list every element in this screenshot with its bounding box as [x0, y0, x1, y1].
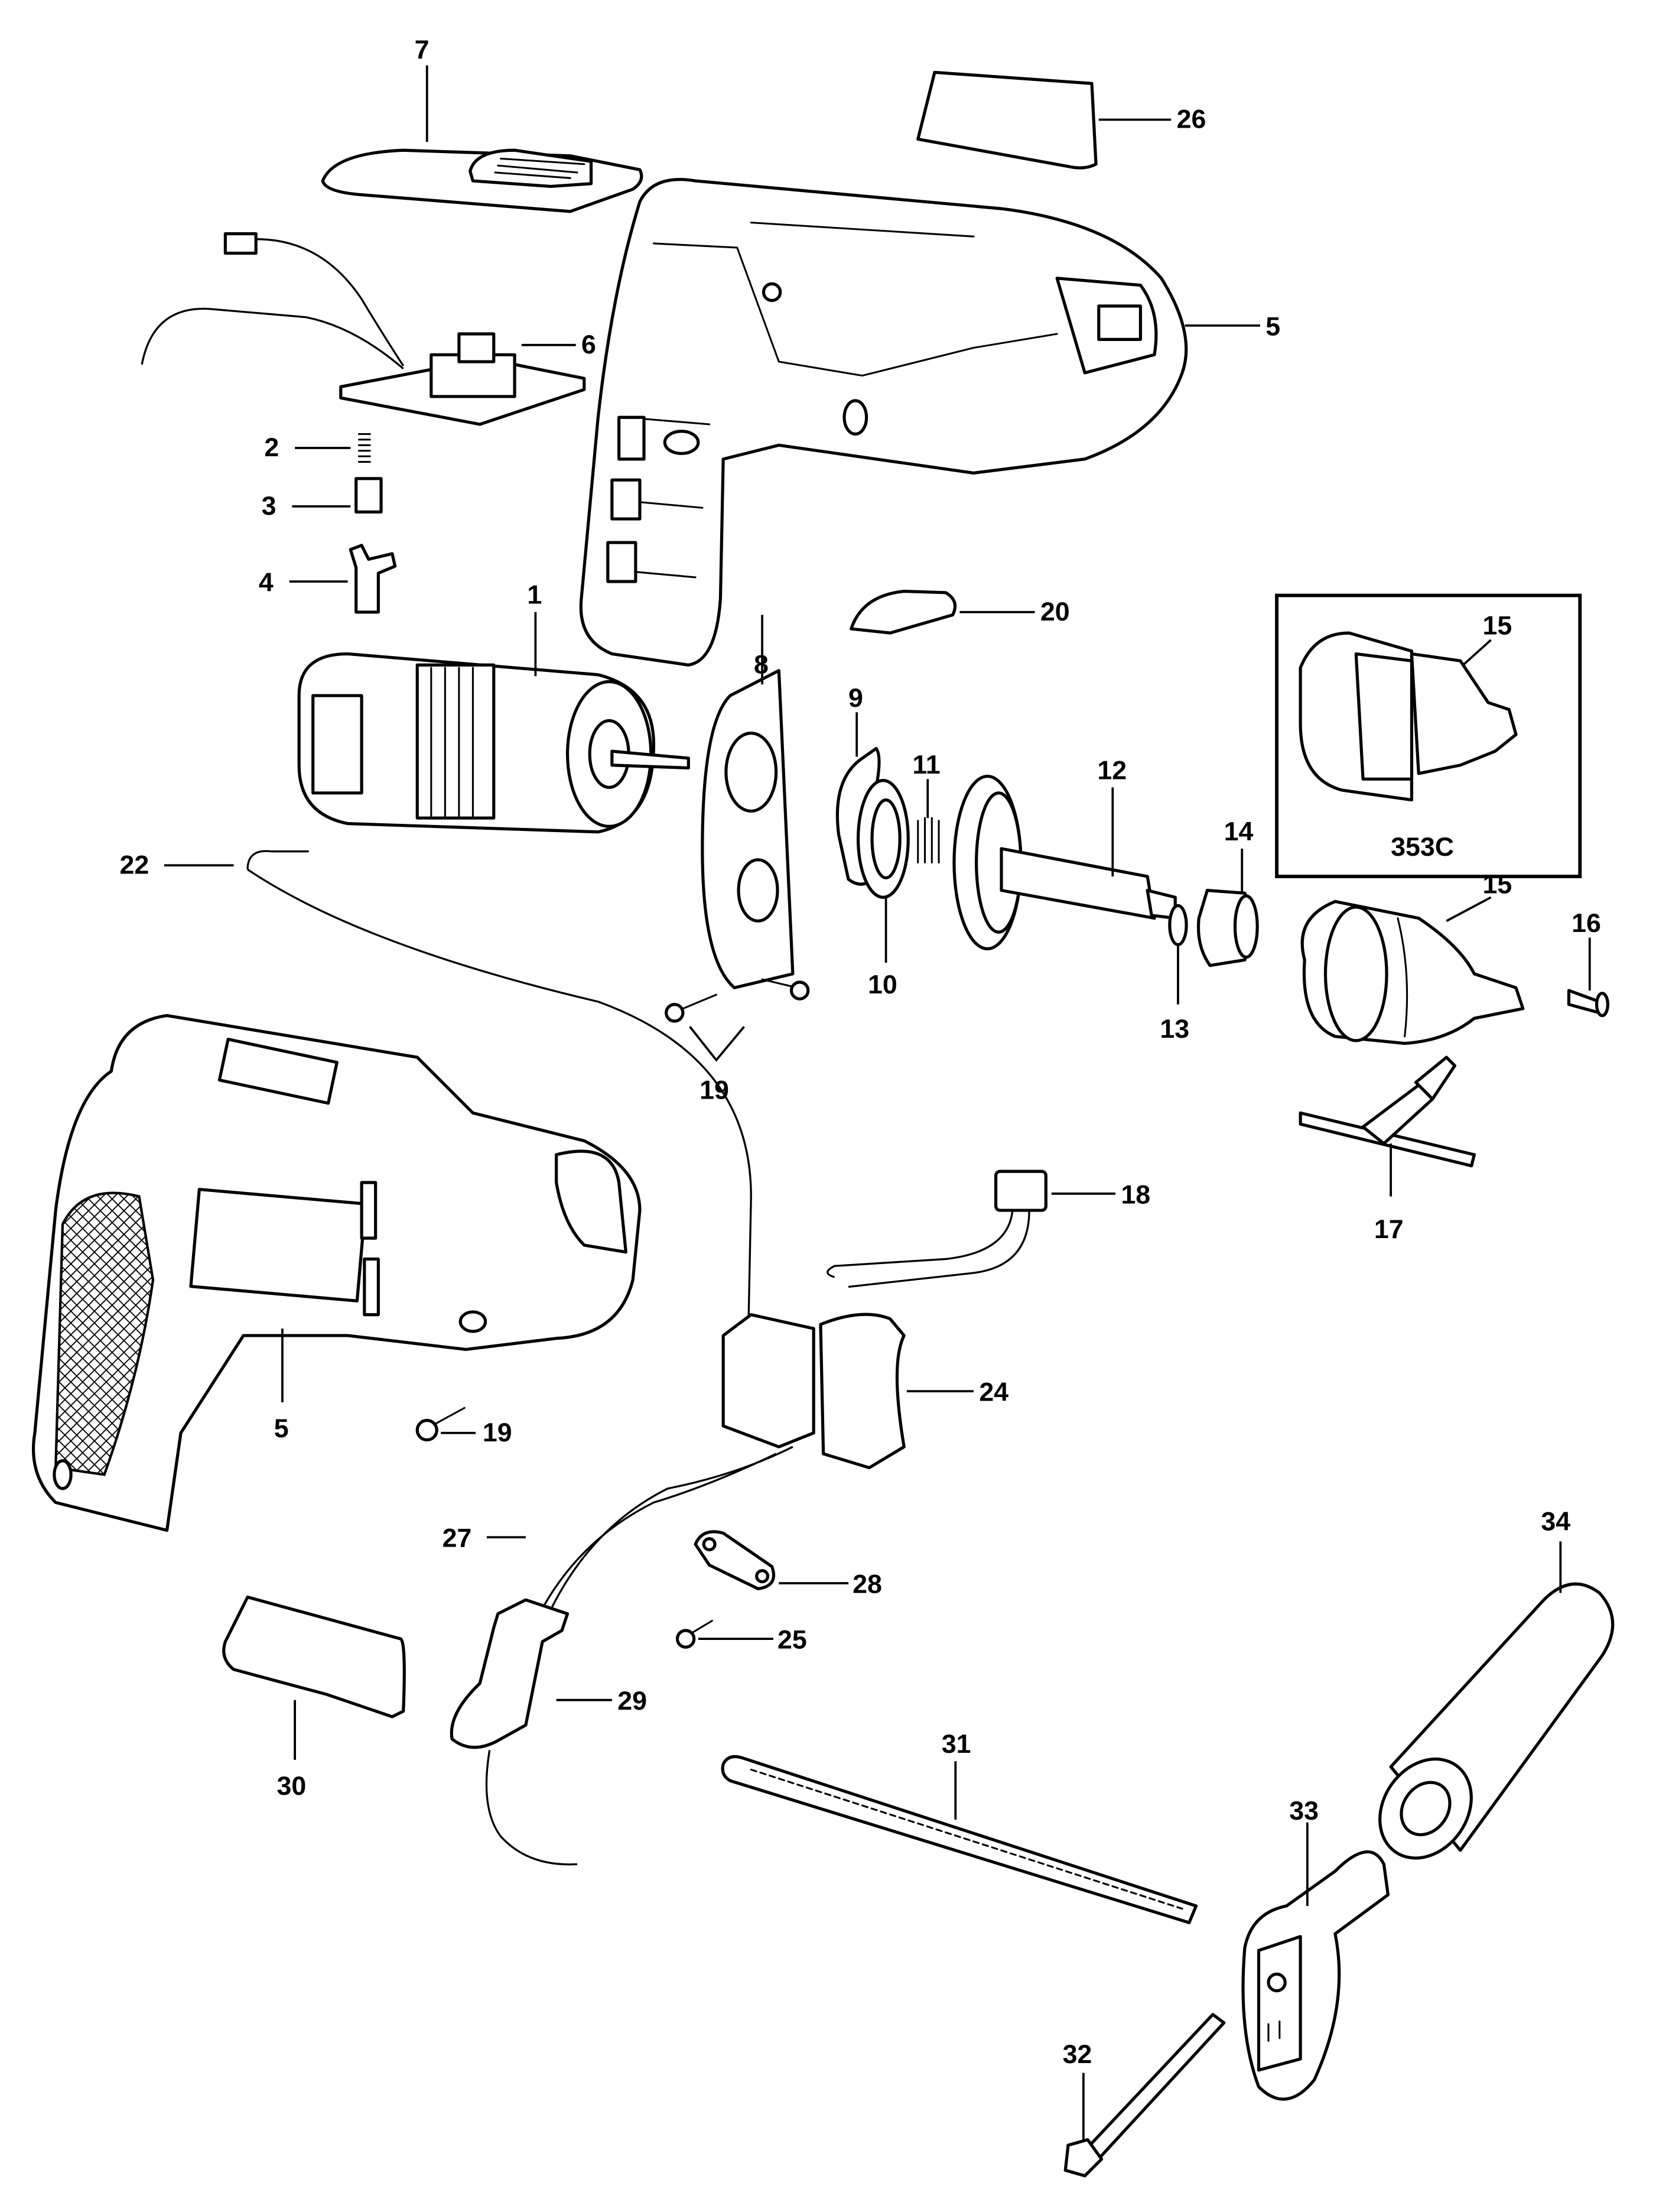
- label-11: 11: [912, 751, 940, 779]
- part-30-label: 30: [222, 1595, 406, 1801]
- label-28: 28: [853, 1570, 882, 1599]
- label-26: 26: [1177, 105, 1206, 134]
- inset-353c: 15 353C: [1275, 593, 1582, 879]
- label-29: 29: [617, 1687, 647, 1716]
- label-32: 32: [1063, 2040, 1092, 2069]
- label-15: 15: [1483, 870, 1512, 899]
- part-17-chuck-key: 17: [1299, 1055, 1476, 1244]
- part-20-selector-button: 20: [850, 589, 1070, 635]
- label-7: 7: [415, 35, 430, 64]
- part-10-bearing: 10: [856, 779, 910, 999]
- part-5-housing-outer: 5: [32, 1014, 642, 1532]
- label-6: 6: [581, 330, 596, 359]
- label-1: 1: [527, 581, 542, 610]
- label-2: 2: [264, 433, 279, 462]
- label-30: 30: [277, 1772, 307, 1801]
- label-12: 12: [1097, 756, 1127, 785]
- part-2-brush-spring: 2: [264, 433, 371, 463]
- label-18: 18: [1121, 1180, 1150, 1209]
- label-16: 16: [1572, 909, 1601, 938]
- label-14: 14: [1224, 817, 1254, 846]
- part-24-switch: 24: [721, 1313, 1008, 1470]
- part-22-ground-wire: 22: [119, 850, 752, 1336]
- part-34-handle-grip: 34: [1378, 1507, 1615, 1860]
- part-14-bushing: 14: [1196, 817, 1259, 967]
- part-3-carbon-brush: 3: [262, 477, 383, 521]
- part-27-cord: 27: [443, 1446, 793, 1631]
- label-17: 17: [1374, 1215, 1404, 1244]
- part-8-bearing-plate: 8: [701, 615, 795, 989]
- label-5-upper: 5: [1265, 312, 1280, 341]
- part-16-chuck-screw: 16: [1567, 909, 1609, 1018]
- label-10: 10: [868, 970, 897, 999]
- label-9: 9: [848, 684, 863, 713]
- label-19-upper: 19: [700, 1076, 729, 1105]
- part-4-brush-holder: 4: [259, 544, 397, 614]
- part-11-spring: 11: [912, 751, 941, 864]
- part-33-handle-clamp: 33: [1241, 1797, 1390, 2101]
- label-20: 20: [1040, 597, 1070, 626]
- part-19-screws: 19: [665, 978, 810, 1105]
- label-31: 31: [942, 1730, 971, 1759]
- label-22: 22: [119, 850, 149, 879]
- part-1-motor: 1: [297, 581, 690, 834]
- part-32-bolt: 32: [1063, 2013, 1226, 2178]
- part-29-cord-protector: 29: [450, 1598, 647, 1866]
- label-33: 33: [1289, 1797, 1319, 1826]
- label-13: 13: [1160, 1015, 1189, 1044]
- part-26-nameplate: 26: [916, 70, 1206, 170]
- part-18-connector: 18: [827, 1170, 1150, 1288]
- part-25-clamp-screw: 25: [675, 1619, 807, 1655]
- label-25: 25: [777, 1626, 807, 1655]
- part-31-depth-rod: 31: [721, 1730, 1198, 1924]
- label-24: 24: [979, 1378, 1008, 1407]
- label-34: 34: [1541, 1507, 1570, 1536]
- part-7-selector-cover: 7: [321, 35, 643, 213]
- label-5-lower: 5: [274, 1414, 289, 1443]
- part-15-keyed-chuck: 15: [1300, 870, 1525, 1045]
- part-12-spindle-gear: 12: [952, 756, 1177, 951]
- label-27: 27: [443, 1524, 472, 1553]
- label-15-inset: 15: [1483, 611, 1512, 640]
- part-13-washer: 13: [1160, 904, 1189, 1044]
- inset-label-353c: 353C: [1391, 833, 1454, 862]
- part-28-cord-clamp: 28: [694, 1530, 882, 1599]
- part-5-housing-inner: 5: [579, 178, 1280, 667]
- part-19-housing-screw: 19: [415, 1407, 512, 1447]
- label-4: 4: [259, 568, 274, 597]
- label-3: 3: [262, 492, 276, 521]
- label-8: 8: [754, 650, 769, 679]
- label-19-lower: 19: [483, 1418, 512, 1447]
- part-6-control-board: 6: [141, 232, 596, 426]
